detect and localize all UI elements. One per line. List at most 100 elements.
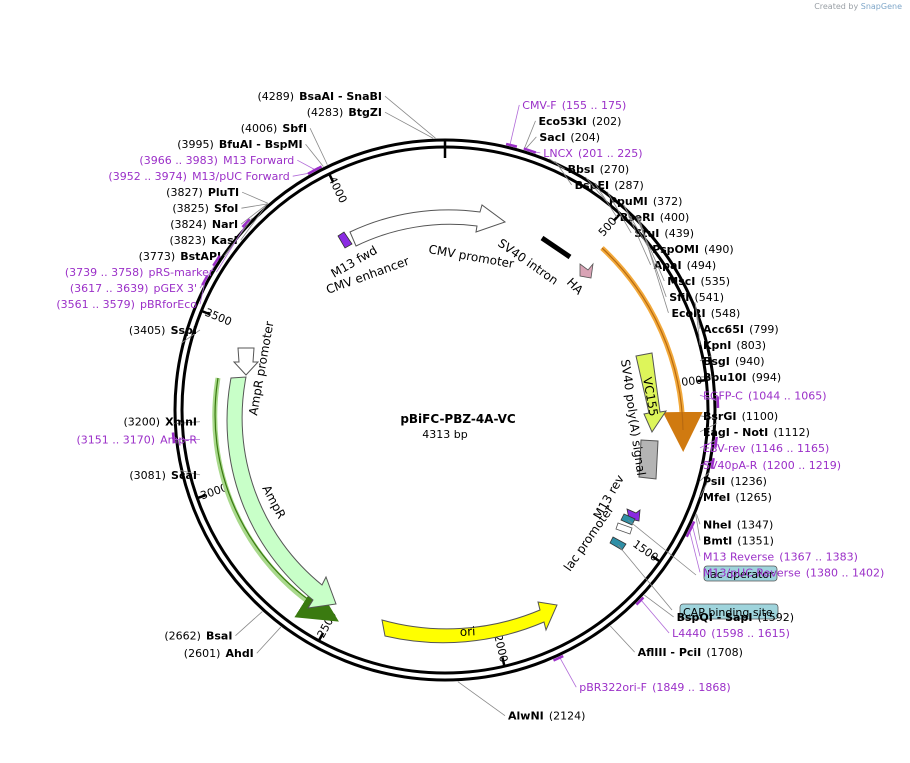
site-label[interactable]: (3995) BfuAI - BspMI xyxy=(177,133,302,152)
position-text: (3773) xyxy=(139,250,176,263)
site-label[interactable]: (3200) XmnI xyxy=(123,411,197,430)
lac-operator-callout: lac operator xyxy=(627,519,778,582)
site-label[interactable]: BsrGI (1100) xyxy=(703,405,778,424)
ha-arrow[interactable] xyxy=(579,262,594,279)
primer-text: (1146 .. 1165) xyxy=(751,442,830,455)
site-label[interactable]: KpnI (803) xyxy=(703,334,766,353)
site-label[interactable]: BbsI (270) xyxy=(568,158,630,177)
primer-label[interactable]: M13/pUC Reverse (1380 .. 1402) xyxy=(703,561,884,580)
primer-label[interactable]: CMV-F (155 .. 175) xyxy=(522,94,626,113)
enzyme-name: NheI xyxy=(703,518,732,531)
site-label[interactable]: (2601) AhdI xyxy=(184,642,254,661)
position-text: (799) xyxy=(749,323,779,336)
site-label[interactable]: NheI (1347) xyxy=(703,513,773,532)
site-label[interactable]: MfeI (1265) xyxy=(703,486,772,505)
site-label[interactable]: PsiI (1236) xyxy=(703,470,767,489)
position-text: (994) xyxy=(752,371,782,384)
site-label[interactable]: (2662) BsaI xyxy=(164,625,232,644)
primer-label[interactable]: M13 Reverse (1367 .. 1383) xyxy=(703,545,858,564)
site-label[interactable]: EagI - NotI (1112) xyxy=(703,421,810,440)
site-label[interactable]: BmtI (1351) xyxy=(703,529,774,548)
position-text: (3081) xyxy=(129,469,166,482)
sv40-polya-box[interactable] xyxy=(638,439,659,480)
site-label[interactable]: AlwNI (2124) xyxy=(508,705,585,724)
snapgene-credit: Created by SnapGene xyxy=(814,2,902,11)
primer-label[interactable]: EBV-rev (1146 .. 1165) xyxy=(703,437,829,456)
position-text: (372) xyxy=(653,195,683,208)
site-label[interactable]: SfiI (541) xyxy=(669,286,724,305)
lac-operator-box[interactable] xyxy=(620,513,636,526)
enzyme-name: PluTI xyxy=(208,186,239,199)
site-label[interactable]: AflIII - PciI (1708) xyxy=(638,641,743,660)
site-label[interactable]: BspQI - SapI (1592) xyxy=(677,606,794,625)
site-label[interactable]: Acc65I (799) xyxy=(703,318,779,337)
vc155-band-core xyxy=(601,247,684,431)
site-label[interactable]: (3823) KasI xyxy=(169,229,237,248)
ori-arrow[interactable] xyxy=(381,601,558,644)
cap-site-box[interactable] xyxy=(609,536,627,551)
primer-text: (1044 .. 1065) xyxy=(748,389,827,402)
position-text: (287) xyxy=(614,179,644,192)
site-label[interactable]: Eco53kI (202) xyxy=(538,110,621,129)
cmv-promoter-arrow[interactable] xyxy=(349,204,507,247)
enzyme-name: PpuMI xyxy=(609,195,648,208)
ampr-promoter-arrow[interactable] xyxy=(232,347,260,376)
enzyme-name: BsaAI xyxy=(299,90,334,103)
primer-text: M13/pUC Reverse xyxy=(703,566,801,579)
primer-text: L4440 xyxy=(672,627,706,640)
sv40-intron-bar[interactable] xyxy=(540,235,572,260)
primer-leader-line xyxy=(699,440,716,449)
m13-fwd-arrow[interactable] xyxy=(337,231,353,249)
enzyme-name: BmtI xyxy=(703,534,732,547)
primer-text: M13 Reverse xyxy=(703,550,774,563)
site-label[interactable]: PpuMI (372) xyxy=(609,190,683,209)
site-label[interactable]: (3773) BstAPI xyxy=(139,245,222,264)
lac-promoter-arrow[interactable] xyxy=(615,522,633,535)
site-label[interactable]: EcoRI (548) xyxy=(671,302,740,321)
tick-mark xyxy=(651,555,660,563)
site-label[interactable]: BseRI (400) xyxy=(620,206,690,225)
site-label[interactable]: (3827) PluTI xyxy=(166,181,239,200)
primer-label[interactable]: (3952 .. 3974) M13/pUC Forward xyxy=(108,165,289,184)
site-label[interactable]: StuI (439) xyxy=(634,222,694,241)
site-label[interactable]: Bpu10I (994) xyxy=(703,366,781,385)
position-text: (1347) xyxy=(737,518,774,531)
feature-bands xyxy=(212,246,703,622)
primer-label[interactable]: EGFP-C (1044 .. 1065) xyxy=(703,384,827,403)
site-label[interactable]: (3081) ScaI xyxy=(129,464,197,483)
site-label[interactable]: (3825) SfoI xyxy=(172,197,238,216)
primer-label[interactable]: LNCX (201 .. 225) xyxy=(543,142,642,161)
site-label[interactable]: PspOMI (490) xyxy=(652,238,733,257)
vc155-arrow[interactable] xyxy=(635,352,668,434)
primer-label[interactable]: (3617 .. 3639) pGEX 3' xyxy=(70,277,197,296)
primer-label[interactable]: (3739 .. 3758) pRS-marker xyxy=(65,261,214,280)
primer-label[interactable]: L4440 (1598 .. 1615) xyxy=(672,622,790,641)
primer-label[interactable]: (3151 .. 3170) Amp-R xyxy=(77,428,198,447)
cap-label-box[interactable] xyxy=(679,603,779,620)
site-leader-line xyxy=(555,161,573,186)
site-label[interactable]: (3405) SspI xyxy=(129,319,197,338)
plasmid-name: pBiFC-PBZ-4A-VC xyxy=(400,412,516,426)
site-label[interactable]: ApaI (494) xyxy=(654,254,717,273)
site-label[interactable]: (4006) SbfI xyxy=(241,117,307,136)
primer-label[interactable]: (3966 .. 3983) M13 Forward xyxy=(139,149,294,168)
primer-text: (201 .. 225) xyxy=(578,147,643,160)
primer-text: (3739 .. 3758) xyxy=(65,266,144,279)
site-label[interactable]: BspEI (287) xyxy=(575,174,644,193)
site-leader-line xyxy=(699,471,711,482)
tick-label: 2000 xyxy=(491,633,510,663)
enzyme-name: NotI xyxy=(742,426,768,439)
primer-label[interactable]: SV40pA-R (1200 .. 1219) xyxy=(703,454,841,473)
ampr-arrow[interactable] xyxy=(226,376,337,609)
primer-label[interactable]: pBR322ori-F (1849 .. 1868) xyxy=(579,676,730,695)
lac-operator-label-box[interactable] xyxy=(703,565,778,582)
primer-text: (1367 .. 1383) xyxy=(779,550,858,563)
site-label[interactable]: BsgI (940) xyxy=(703,350,765,369)
site-label[interactable]: MscI (535) xyxy=(667,270,730,289)
primer-label[interactable]: (3561 .. 3579) pBRforEco xyxy=(56,293,197,312)
enzyme-name: ScaI xyxy=(171,469,197,482)
site-label[interactable]: SacI (204) xyxy=(539,126,600,145)
site-label[interactable]: (4289) BsaAI - SnaBI xyxy=(257,85,382,104)
site-label[interactable]: (3824) NarI xyxy=(170,213,238,232)
site-label[interactable]: (4283) BtgZI xyxy=(307,101,382,120)
